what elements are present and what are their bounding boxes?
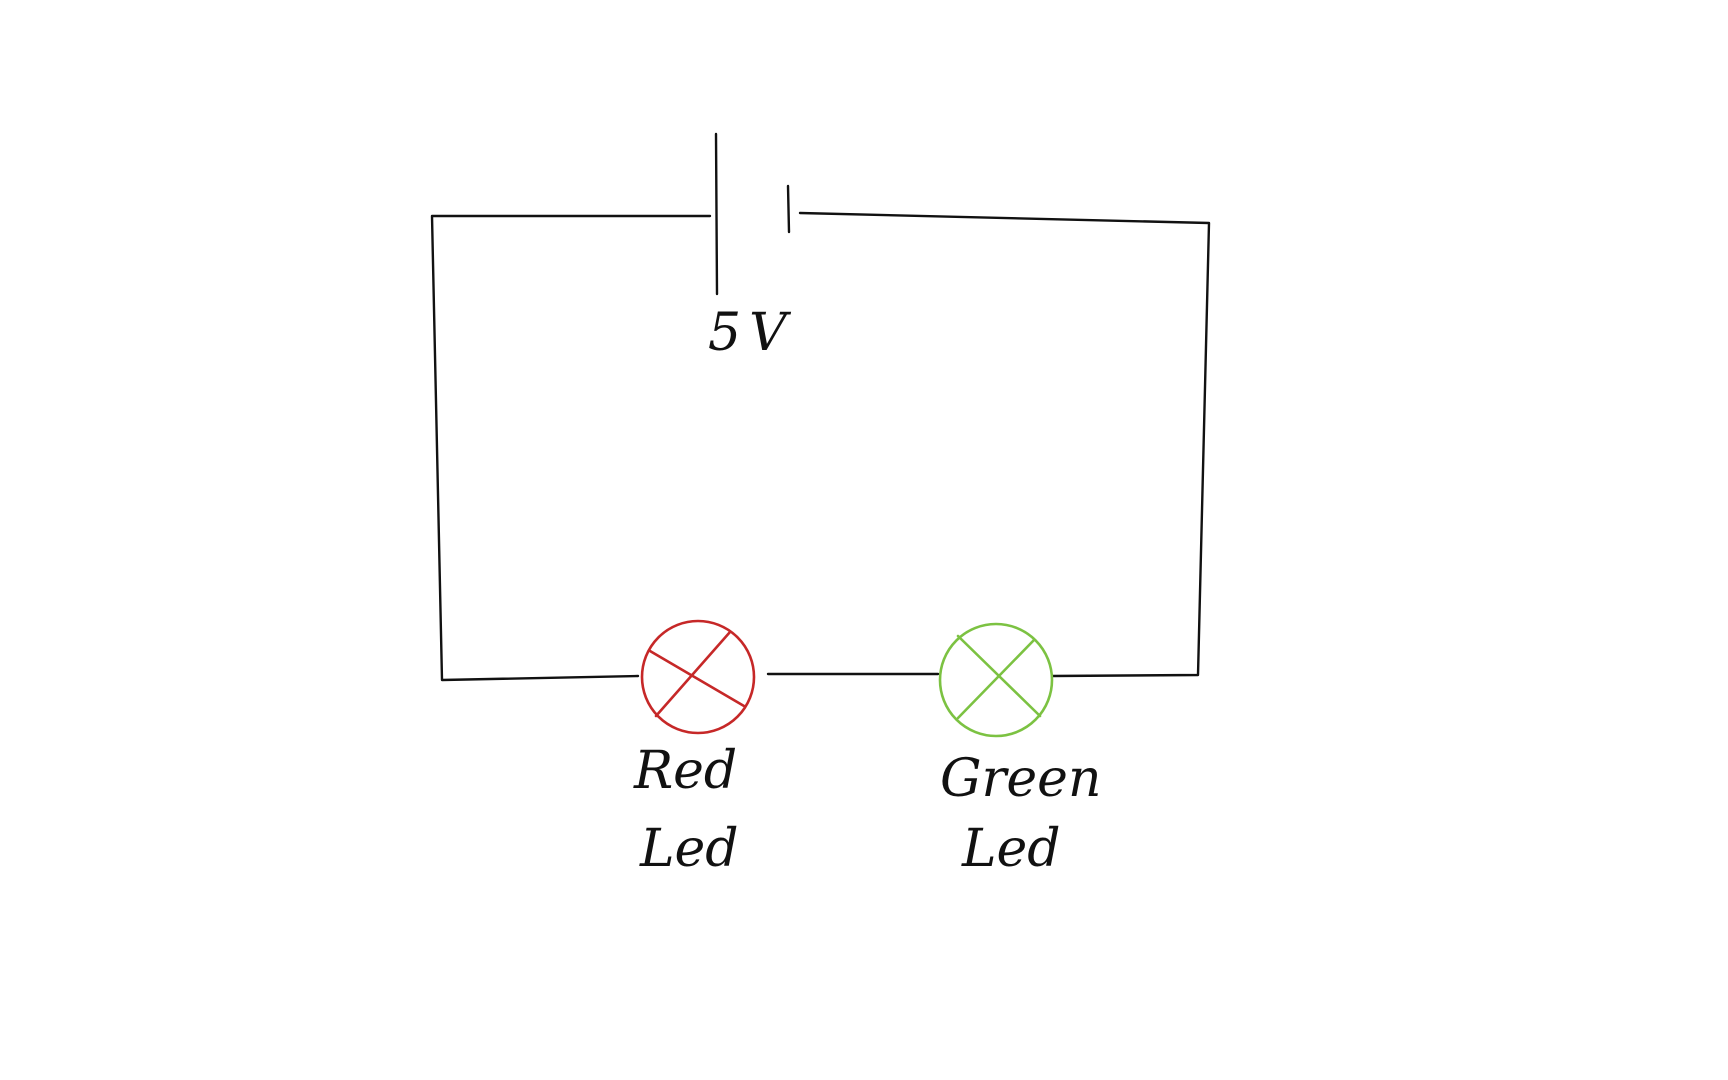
battery-voltage-label: 5V bbox=[708, 303, 795, 363]
wire-top-left bbox=[430, 214, 712, 682]
red-led-cross-b bbox=[654, 630, 732, 718]
red-led-symbol bbox=[640, 619, 756, 735]
green-led-label-line2: Led bbox=[961, 819, 1061, 879]
red-led-label-line2: Led bbox=[639, 819, 739, 879]
green-led-cross-b bbox=[956, 638, 1036, 720]
red-led-cross-a bbox=[648, 649, 746, 708]
green-led-symbol bbox=[938, 622, 1054, 738]
wire-top-right bbox=[798, 211, 1211, 678]
green-led-label-line1: Green bbox=[940, 749, 1101, 809]
battery-symbol bbox=[714, 132, 791, 296]
red-led-circle bbox=[640, 619, 756, 735]
green-led-circle bbox=[938, 622, 1054, 738]
battery-short-plate bbox=[786, 184, 791, 234]
battery-long-plate bbox=[714, 132, 719, 296]
red-led-label-line1: Red bbox=[633, 741, 737, 801]
